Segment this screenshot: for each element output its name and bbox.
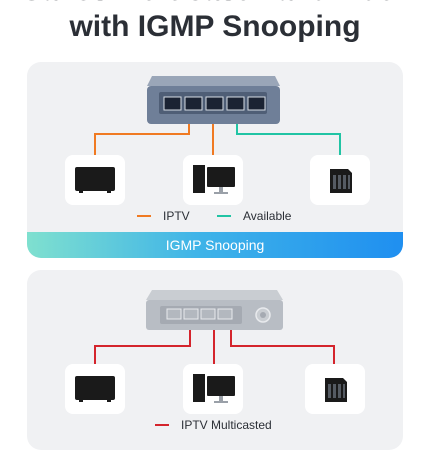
available-legend-swatch: [217, 215, 231, 217]
nas-server-icon: [325, 378, 347, 402]
network-switch-icon: [147, 76, 280, 124]
headline-line-2: with IGMP Snooping: [69, 10, 361, 43]
multicast-panel: IPTV Multicasted: [27, 270, 403, 450]
tv-card: [65, 155, 125, 205]
legend-iptv-label: IPTV: [163, 209, 190, 223]
desktop-card: [183, 155, 243, 205]
iptv-multicast-legend-swatch: [155, 424, 169, 426]
tv-card-bottom: [65, 364, 125, 414]
multicast-wiring-diagram: [94, 290, 335, 366]
iptv-lines: [94, 122, 214, 158]
legend-iptv: IPTV: [137, 209, 190, 223]
desktop-computer-icon: [193, 374, 235, 403]
nas-card: [310, 155, 370, 205]
desktop-computer-icon: [193, 165, 235, 194]
legend-available-label: Available: [243, 209, 292, 223]
iptv-legend-swatch: [137, 215, 151, 217]
network-switch-gray-icon: [146, 290, 283, 330]
tv-icon: [75, 376, 115, 402]
available-lines: [236, 122, 341, 158]
legend-iptv-multicasted: IPTV Multicasted: [155, 418, 272, 432]
desktop-card-bottom: [183, 364, 243, 414]
nas-card-bottom: [305, 364, 365, 414]
tv-icon: [75, 167, 115, 193]
multicast-lines: [94, 328, 335, 366]
legend-iptv-multicasted-label: IPTV Multicasted: [181, 418, 272, 432]
headline-line-1: Saves Multicast Bandwidth: [0, 0, 430, 8]
igmp-snooping-banner: IGMP Snooping: [27, 232, 403, 258]
legend-available: Available: [217, 209, 291, 223]
igmp-wiring-diagram: [94, 76, 341, 158]
igmp-snooping-panel: IPTV Available IGMP Snooping: [27, 62, 403, 258]
nas-server-icon: [330, 169, 352, 193]
